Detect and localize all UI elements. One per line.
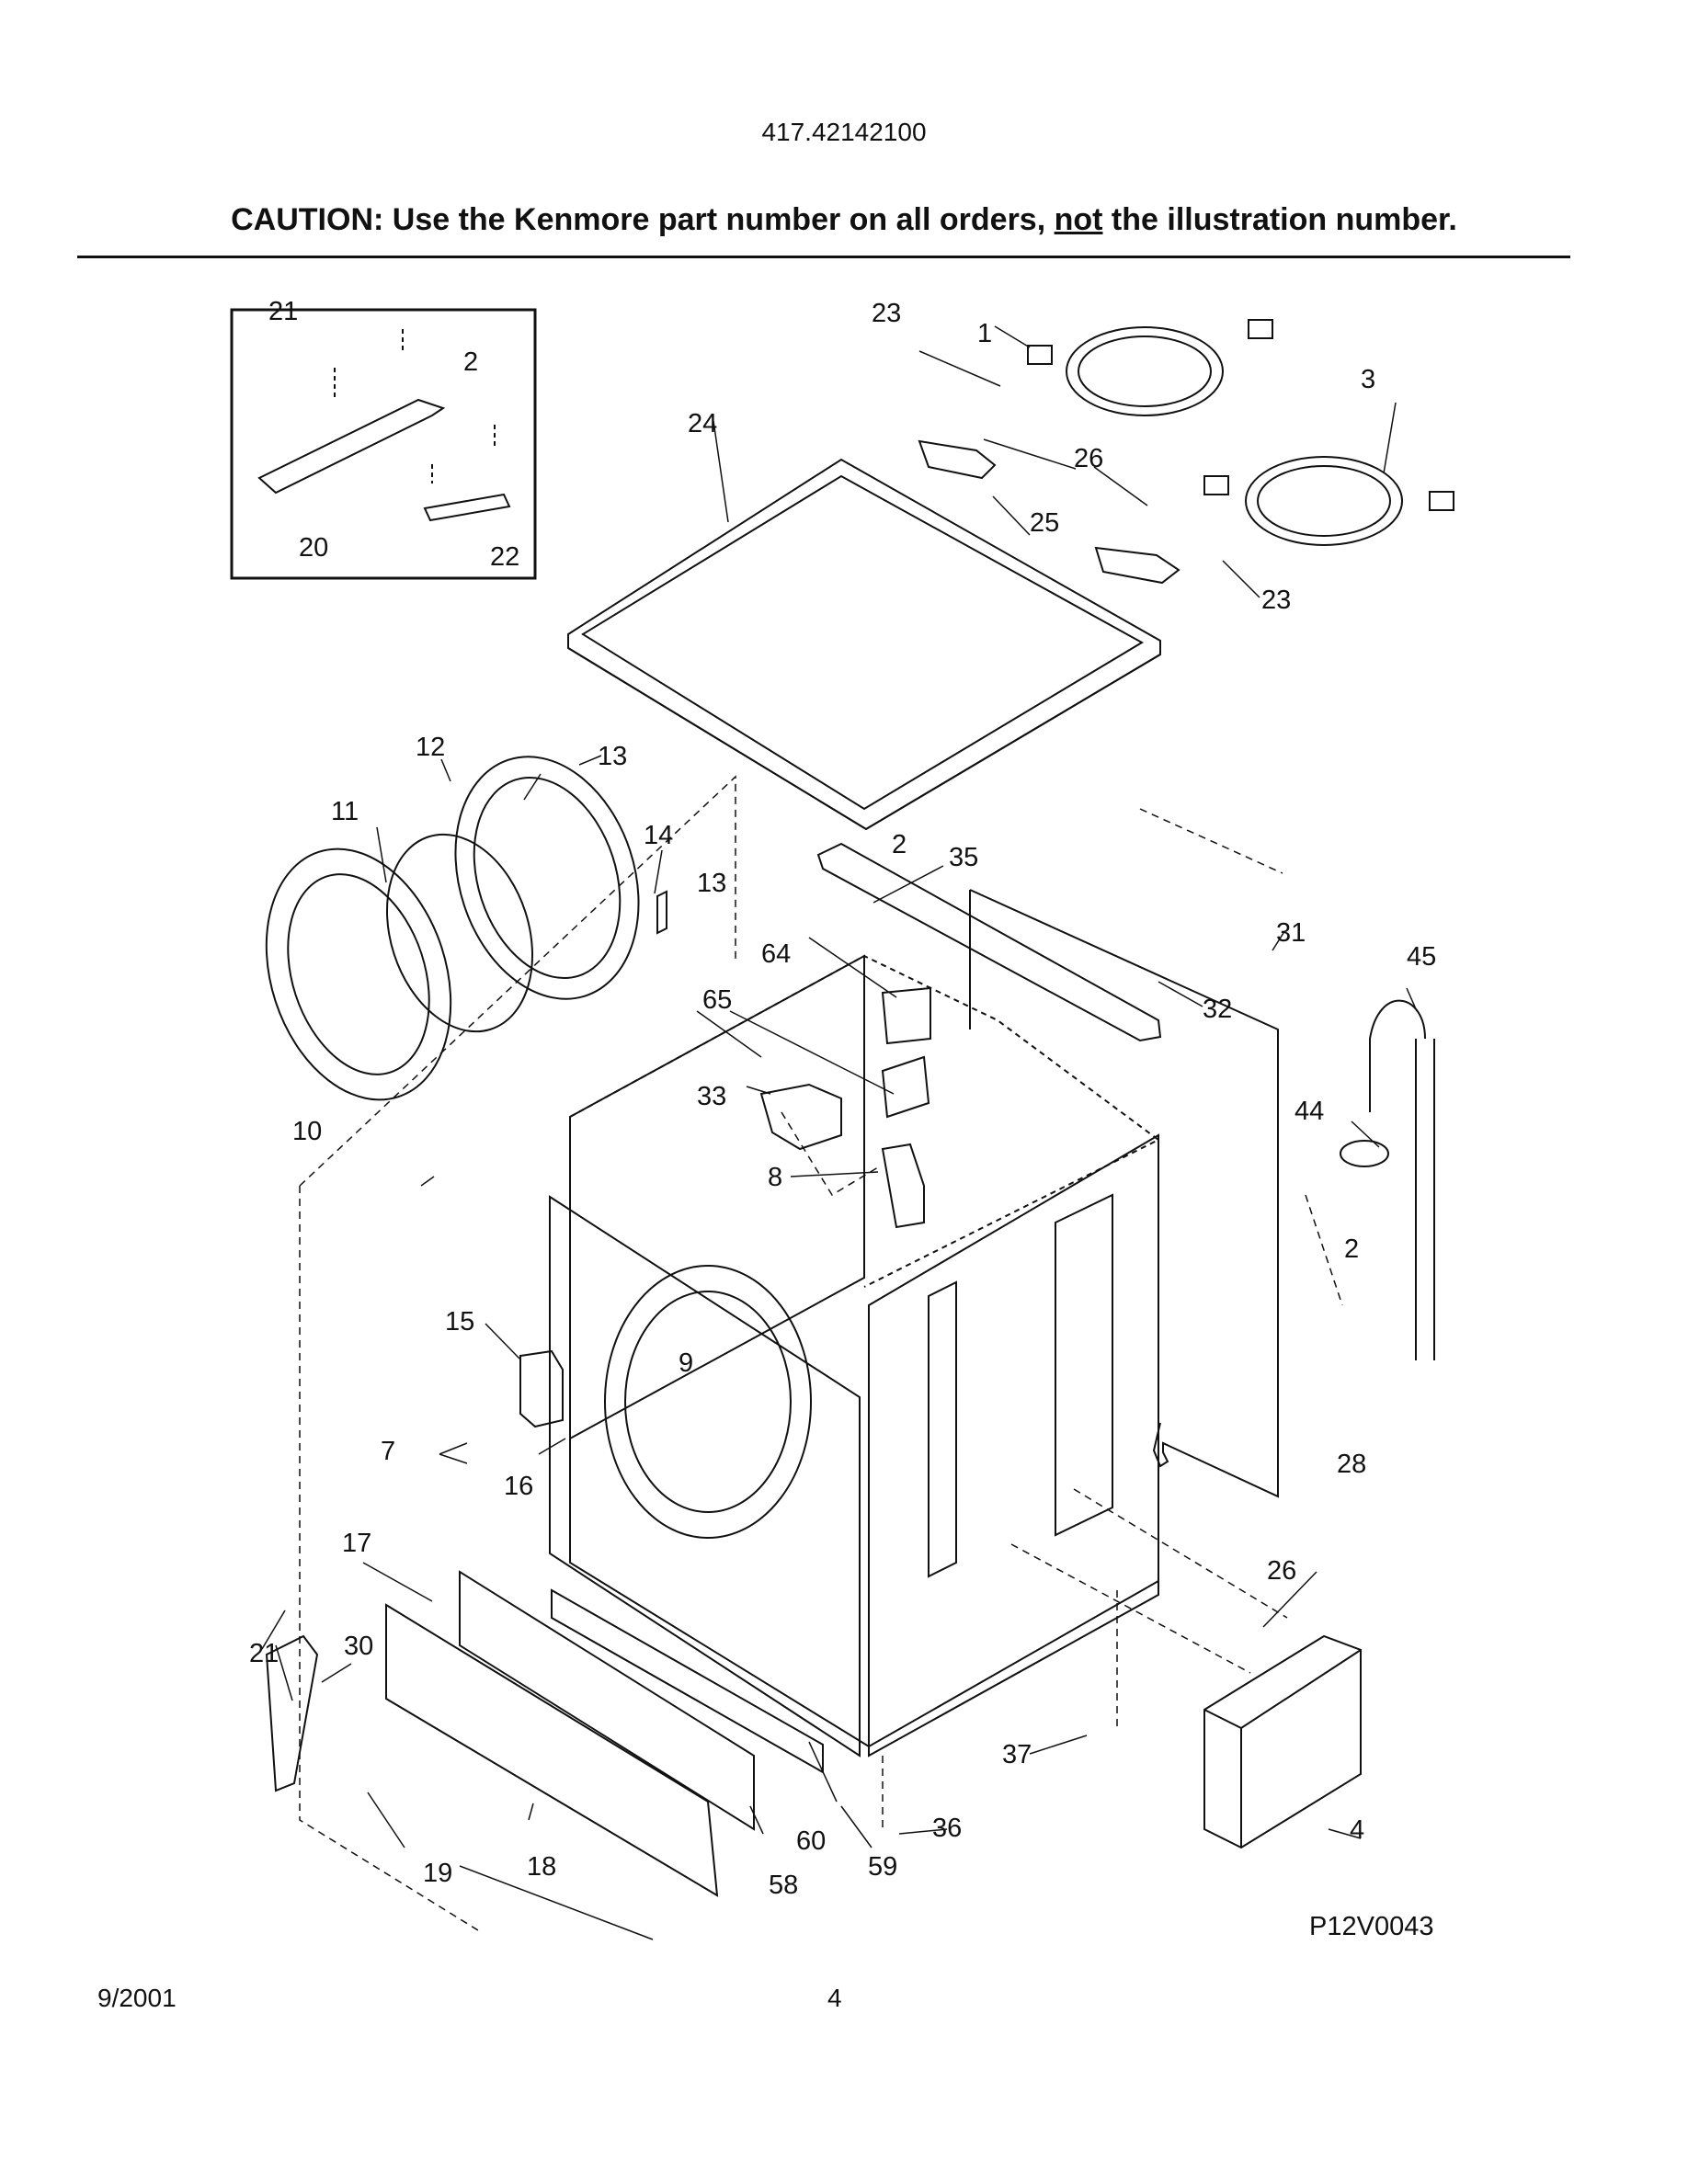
callout-19: 19: [423, 1859, 452, 1888]
drain-hose: [1369, 999, 1435, 1360]
switch-bracket: [881, 1143, 925, 1229]
kick-bracket: [551, 1588, 824, 1774]
callout-2-inset: 2: [463, 347, 478, 377]
callout-33: 33: [697, 1082, 726, 1111]
front-panel: [549, 1195, 861, 1757]
top-bracket-25-b: [1094, 546, 1180, 585]
callout-32: 32: [1203, 995, 1232, 1024]
drain-hose-gasket: [1340, 1140, 1389, 1167]
caution-emphasis: not: [1054, 202, 1103, 237]
callout-35: 35: [949, 843, 978, 872]
callout-labels: 1 2 3 4 7 8 9 10 11 12 13 13 14 15 16 17…: [249, 297, 1436, 1900]
callout-11: 11: [331, 797, 359, 826]
door-glass: [385, 833, 534, 1033]
callout-1: 1: [977, 319, 992, 348]
kick-panel-back: [459, 1570, 755, 1831]
page-number: 4: [827, 1984, 842, 2012]
callout-23-b: 23: [1261, 586, 1291, 615]
callout-2-crossbar: 2: [892, 830, 907, 859]
caution-notice: CAUTION: Use the Kenmore part number on …: [0, 202, 1688, 238]
door-inner-frame: [454, 756, 640, 1000]
callout-58: 58: [769, 1871, 798, 1900]
dispenser-bracket: [881, 986, 931, 1045]
callout-64: 64: [761, 939, 791, 969]
callout-17: 17: [342, 1529, 371, 1558]
callout-4: 4: [1350, 1815, 1364, 1845]
callout-44: 44: [1295, 1097, 1324, 1126]
inset-box: [230, 308, 537, 580]
water-valve: [759, 1083, 842, 1151]
model-number: 417.42142100: [761, 118, 927, 146]
top-panel: [567, 458, 1161, 831]
caution-prefix: CAUTION: Use the Kenmore part number on …: [231, 202, 1046, 237]
caution-suffix: the illustration number.: [1111, 202, 1457, 237]
door-outer-ring: [265, 847, 452, 1101]
callout-45: 45: [1407, 942, 1436, 972]
callout-14: 14: [644, 821, 673, 850]
callout-8: 8: [768, 1163, 782, 1192]
callout-28: 28: [1337, 1450, 1366, 1479]
cabinet-top-opening: [569, 954, 1160, 1288]
figure-code: P12V0043: [1309, 1912, 1434, 1941]
top-crossbar: [816, 842, 1162, 1042]
callout-12: 12: [416, 733, 445, 762]
callout-3: 3: [1361, 365, 1375, 394]
callout-24: 24: [688, 409, 717, 438]
door-opening: [624, 1291, 792, 1513]
callout-26-b: 26: [1267, 1556, 1296, 1586]
callout-36: 36: [932, 1814, 962, 1843]
top-bracket-25-a: [918, 439, 997, 480]
cabinet-left: [569, 954, 865, 1440]
dispenser-housing: [881, 1055, 930, 1119]
callout-25: 25: [1030, 508, 1059, 538]
callout-18: 18: [527, 1852, 556, 1882]
callout-21-inset: 21: [268, 297, 298, 326]
callout-13-b: 13: [697, 869, 726, 898]
callout-31: 31: [1276, 918, 1306, 948]
rear-cover: [1203, 1634, 1362, 1849]
callout-20: 20: [299, 533, 328, 563]
inset-bracket-22: [423, 493, 511, 522]
side-bracket-30: [265, 1634, 319, 1792]
inset-bracket-20: [257, 398, 446, 495]
callout-15: 15: [445, 1307, 474, 1337]
inlet-hose-3: [1245, 456, 1403, 546]
kick-panel: [385, 1603, 719, 1897]
callout-59: 59: [868, 1852, 897, 1882]
callout-30: 30: [344, 1632, 373, 1661]
callout-9: 9: [679, 1348, 693, 1378]
callout-23-a: 23: [872, 299, 901, 328]
callout-37: 37: [1002, 1740, 1032, 1769]
callout-21: 21: [249, 1639, 279, 1668]
callout-60: 60: [796, 1826, 826, 1856]
footer-date: 9/2001: [97, 1984, 177, 2012]
door-hinge: [519, 1349, 564, 1428]
callout-26-a: 26: [1074, 444, 1103, 473]
callout-65: 65: [702, 985, 732, 1015]
side-panel: [868, 1133, 1159, 1757]
callout-7: 7: [381, 1437, 395, 1466]
callout-16: 16: [504, 1472, 533, 1501]
inlet-hose-1: [1066, 326, 1224, 416]
cabinet-base: [569, 1439, 1159, 1748]
callout-13-a: 13: [598, 742, 627, 771]
rear-panel: [969, 889, 1279, 1498]
callout-22: 22: [490, 542, 519, 572]
header-divider: [77, 256, 1570, 258]
callout-10: 10: [292, 1117, 322, 1146]
callout-2-rear: 2: [1344, 1234, 1359, 1264]
